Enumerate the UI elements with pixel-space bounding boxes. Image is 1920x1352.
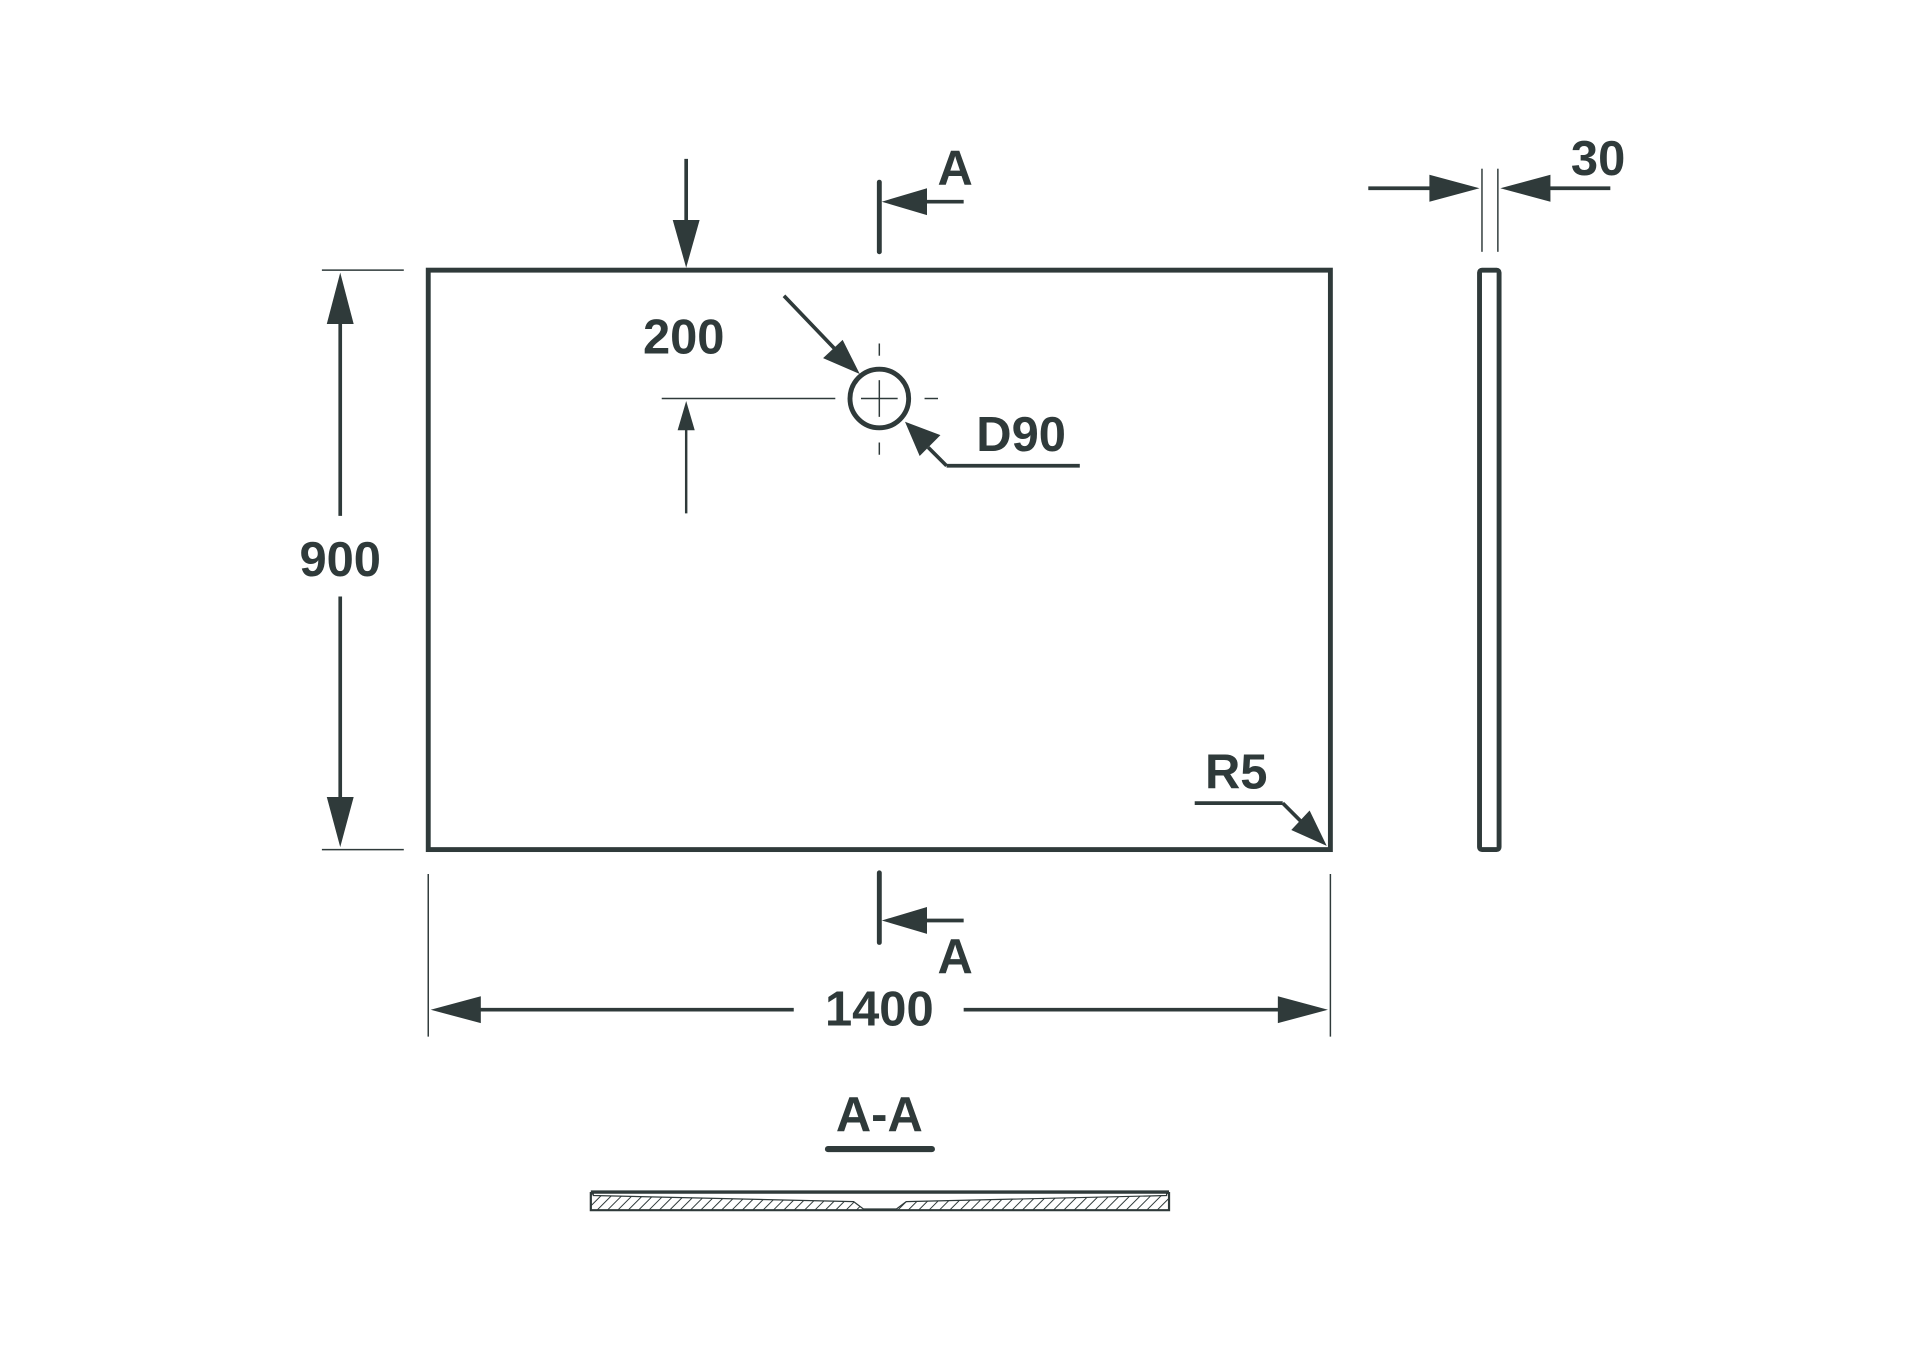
drain-hole: [847, 343, 938, 455]
thickness-label: 30: [1571, 132, 1625, 186]
tray-outline: [425, 267, 1333, 853]
width-label: 1400: [825, 983, 934, 1037]
section-marker-bottom: A: [876, 870, 973, 984]
height-dimension: 900: [299, 269, 404, 851]
section-label-bottom: A: [937, 930, 972, 984]
section-view: A-A: [589, 1088, 1171, 1212]
drain-offset-dimension: 200: [643, 294, 860, 514]
width-dimension: 1400: [427, 874, 1332, 1037]
height-label: 900: [299, 533, 381, 587]
drain-diameter-label: D90: [976, 408, 1066, 462]
corner-radius-label: R5: [1205, 746, 1267, 800]
side-view: 30: [1368, 132, 1625, 853]
drain-diameter-leader: D90: [904, 408, 1080, 468]
section-marker-top: A: [876, 142, 973, 255]
section-label-top: A: [937, 142, 972, 196]
drain-position-arrow: [672, 158, 700, 268]
section-title: A-A: [836, 1088, 923, 1142]
corner-radius-leader: R5: [1194, 746, 1327, 846]
drain-offset-label: 200: [643, 310, 725, 364]
